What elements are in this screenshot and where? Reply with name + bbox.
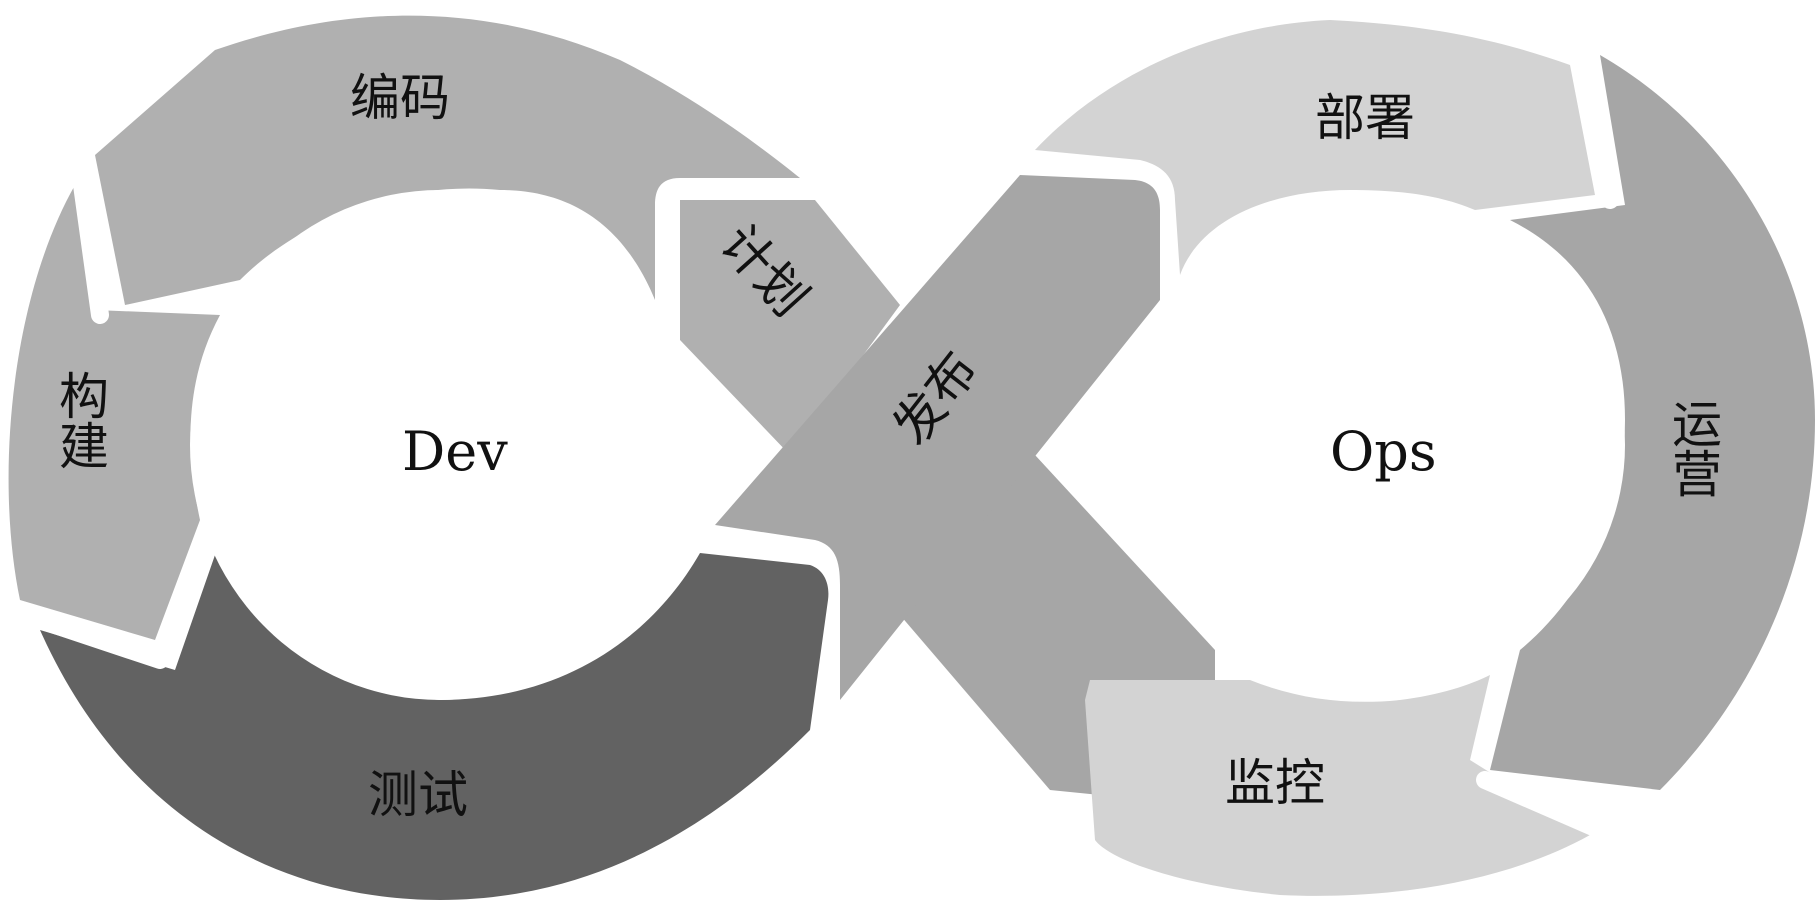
segment-deploy	[1035, 20, 1595, 275]
label-monitor: 监控	[1225, 754, 1325, 812]
segment-code	[95, 15, 800, 305]
label-test: 测试	[368, 766, 468, 824]
segment-operate	[1490, 55, 1815, 790]
label-build: 构建	[51, 370, 109, 470]
label-deploy: 部署	[1315, 89, 1415, 147]
segment-test	[40, 553, 829, 900]
segment-release	[715, 175, 1160, 700]
segment-separators	[16, 46, 1619, 839]
dev-center-hole	[190, 190, 690, 700]
segment-monitor	[1085, 675, 1590, 896]
segment-build	[8, 185, 221, 640]
ops-center-hole	[1135, 205, 1625, 685]
label-operate: 运营	[1664, 398, 1722, 498]
label-code: 编码	[350, 69, 450, 127]
label-dev: Dev	[402, 420, 508, 483]
label-ops: Ops	[1330, 420, 1437, 483]
segment-plan	[680, 200, 900, 455]
